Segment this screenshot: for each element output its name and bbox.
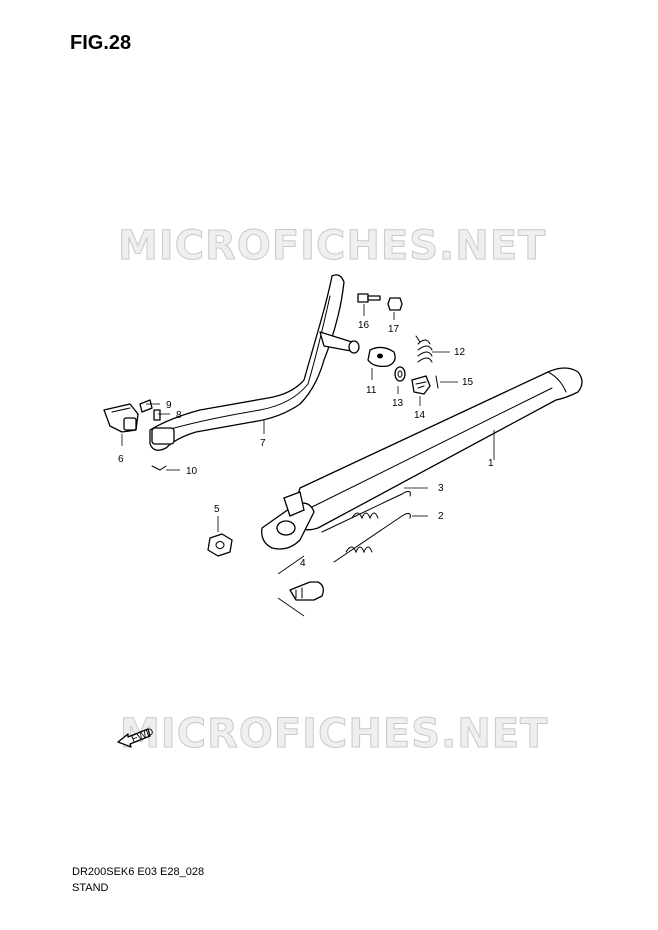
plate-11 [367,346,396,368]
callout-12: 12 [454,347,466,358]
callout-3: 3 [438,483,444,494]
nut-17 [387,297,403,311]
pin-15 [435,375,439,389]
callout-13: 13 [392,398,404,409]
callout-5: 5 [214,504,220,515]
stand-bracket [149,274,360,451]
pin-10 [151,465,167,471]
bolt-16 [357,293,381,303]
callout-9: 9 [166,400,172,411]
figure-title: FIG.28 [70,32,132,54]
callout-11: 11 [366,385,377,396]
clamp-bracket [103,403,139,433]
callout-1: 1 [488,458,494,469]
callout-10: 10 [186,466,198,477]
callout-14: 14 [414,410,426,421]
callout-16: 16 [358,320,370,331]
section-name: STAND [72,882,109,894]
watermark-bottom-outline: MICROFICHES.NET [120,711,548,757]
bolt-4 [289,581,324,601]
watermark-bottom: MICROFICHES.NET [120,711,548,757]
callout-2: 2 [438,511,444,522]
washer-13 [394,366,406,382]
diagram-code: DR200SEK6 E03 E28_028 [72,866,205,878]
watermark-top-outline: MICROFICHES.NET [118,223,546,269]
spring-12 [415,335,433,363]
callout-7: 7 [260,438,266,449]
callout-8: 8 [176,410,182,421]
watermark-top: MICROFICHES.NET [118,223,546,269]
nut-5 [207,533,233,557]
callout-15: 15 [462,377,474,388]
callout-17: 17 [388,324,400,335]
leader-lines [121,304,495,617]
spring-2 [333,512,411,563]
spring-3 [321,490,411,533]
callout-4: 4 [300,558,306,569]
switch-14 [411,375,431,395]
bolt-8-9 [139,399,161,421]
side-stand-leg [261,367,583,550]
callout-6: 6 [118,454,124,465]
